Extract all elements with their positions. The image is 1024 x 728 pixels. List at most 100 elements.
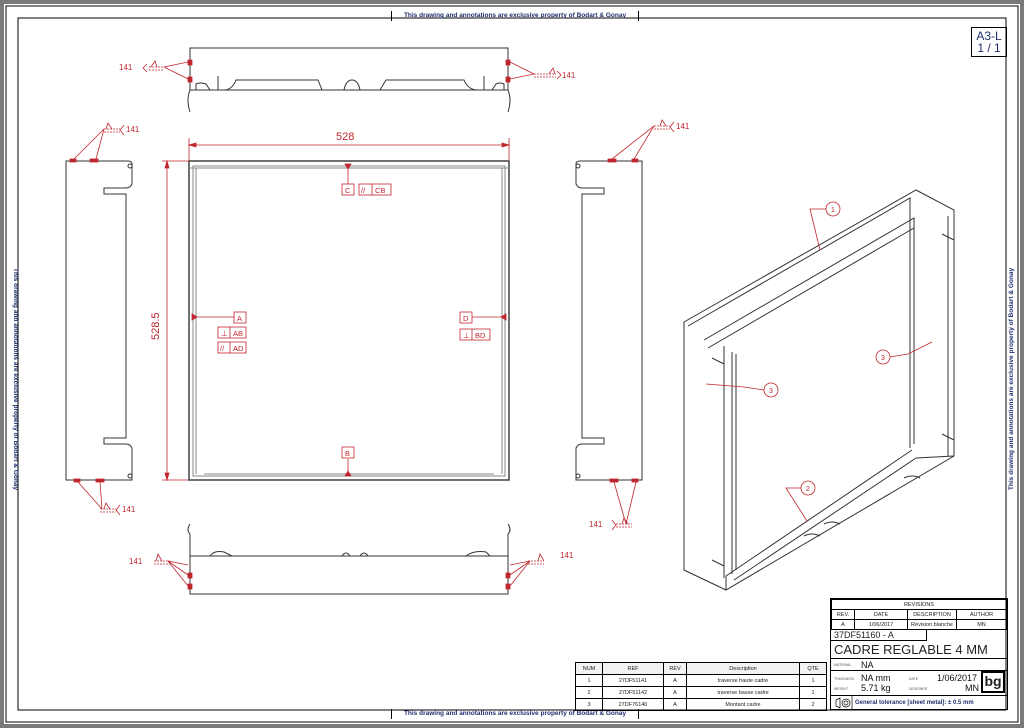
rev-cell: A	[831, 619, 855, 630]
balloon-3: 3	[769, 388, 773, 395]
datum-leaders	[191, 163, 507, 477]
sheet-format: A3-L	[976, 29, 1002, 43]
inner-border	[17, 17, 1007, 711]
sheet-page: 1 / 1	[977, 41, 1001, 55]
weight-label: WEIGHT	[834, 687, 848, 691]
tolerance-symbol: //	[220, 344, 225, 353]
datum-b: B	[345, 449, 350, 458]
bom-cell: 27DF76140	[602, 698, 664, 711]
date-value: 1/06/2017	[937, 673, 978, 683]
bom-cell: A	[663, 686, 687, 699]
bom-cell: 1	[799, 686, 827, 699]
material-value: NA	[861, 660, 874, 670]
right-side-view	[575, 160, 643, 481]
bom-cell: 2	[799, 698, 827, 711]
property-notice-top: This drawing and annotations are exclusi…	[391, 11, 639, 21]
bom-header: REF	[602, 662, 664, 675]
dimensions	[162, 138, 511, 482]
bom-row: 1 27DF51141 A traverse haute cadre 1	[575, 674, 827, 687]
weld-label: 141	[562, 71, 576, 80]
datum-labels: C // CB A ⊥ AB // AD D ⊥ BD B	[220, 186, 486, 458]
sheet-number-box: A3-L 1 / 1	[971, 27, 1007, 57]
isometric-balloons	[705, 201, 933, 522]
left-side-welds	[69, 122, 125, 516]
property-notice-bottom: This drawing and annotations are exclusi…	[391, 709, 639, 719]
top-view	[187, 47, 511, 113]
bom-header: Description	[686, 662, 800, 675]
balloon-2: 2	[806, 486, 810, 493]
bottom-view-welds	[154, 552, 545, 590]
datum-c: C	[345, 186, 351, 195]
projection-symbol-icon	[835, 696, 853, 710]
weld-label: 141	[126, 125, 140, 134]
weld-label: 141	[589, 520, 603, 529]
tolerance-symbol: ⊥	[463, 331, 470, 340]
designer-label: DESIGNER	[909, 687, 928, 691]
tolerance-ref: AD	[233, 344, 244, 353]
bom-cell: 1	[799, 674, 827, 687]
bom-header: NUM	[575, 662, 603, 675]
datum-d: D	[463, 314, 469, 323]
datum-boxes	[217, 183, 491, 459]
bom-cell: A	[663, 698, 687, 711]
bom-header-row: NUM REF REV Description QTE	[575, 662, 827, 675]
bom-row: 3 27DF76140 A Montant cadre 2	[575, 698, 827, 711]
weight-value: 5.71 kg	[861, 683, 891, 693]
outer-border	[5, 5, 1019, 723]
thickness-label: THICKNESS	[834, 677, 855, 681]
bom-header: REV	[663, 662, 687, 675]
bom-cell: A	[663, 674, 687, 687]
rev-cell: MN	[956, 619, 1007, 630]
rev-cell: Révision blanche	[907, 619, 957, 630]
top-view-welds	[142, 59, 562, 83]
weld-label: 141	[676, 122, 690, 131]
tolerance-ref: CB	[375, 186, 385, 195]
property-notice-right: This drawing and annotations are exclusi…	[1007, 254, 1017, 504]
rev-header: DESCRIPTION	[907, 609, 957, 620]
rev-header: REV.	[831, 609, 855, 620]
weld-label: 141	[560, 551, 574, 560]
revisions-table: REVISIONS REV. DATE DESCRIPTION AUTHOR A…	[831, 599, 1007, 630]
rev-header: AUTHOR	[956, 609, 1007, 620]
tolerance-row: General tolerance [sheet metal]: ± 0.5 m…	[831, 695, 1007, 710]
bom-cell: 1	[575, 674, 603, 687]
bom-cell: 3	[575, 698, 603, 711]
rev-header: DATE	[854, 609, 908, 620]
general-tolerance-note: General tolerance [sheet metal]: ± 0.5 m…	[855, 700, 974, 706]
bottom-view	[187, 523, 511, 595]
weld-label: 141	[122, 505, 136, 514]
part-title: CADRE REGLABLE 4 MM	[831, 641, 1007, 659]
drawing-canvas: 141 141 528 528.5	[5, 5, 1019, 723]
material-row: MATERIAL NA	[831, 659, 1007, 671]
thickness-value: NA mm	[861, 673, 891, 683]
bom-cell: 27DF51141	[602, 674, 664, 687]
balloon-1: 1	[831, 207, 835, 214]
property-notice-left: This drawing and annotations are exclusi…	[10, 254, 20, 504]
part-number: 37DF51160 - A	[831, 629, 927, 641]
tolerance-symbol: ⊥	[221, 329, 228, 338]
balloon-3: 3	[881, 355, 885, 362]
bom-cell: traverse basse cadre	[686, 686, 800, 699]
bom-row: 2 27DF51142 A traverse basse cadre 1	[575, 686, 827, 699]
property-notice-text: This drawing and annotations are exclusi…	[12, 267, 19, 491]
title-block: REVISIONS REV. DATE DESCRIPTION AUTHOR A…	[830, 598, 1008, 710]
date-label: DATE	[909, 677, 919, 681]
isometric-view	[683, 189, 955, 591]
balloon-labels: 1 2 3 3	[769, 207, 885, 493]
bom-cell: Montant cadre	[686, 698, 800, 711]
left-side-view	[65, 160, 133, 481]
rev-cell: 1/06/2017	[854, 619, 908, 630]
bom-cell: traverse haute cadre	[686, 674, 800, 687]
property-notice-text: This drawing and annotations are exclusi…	[1008, 267, 1015, 491]
datum-a: A	[237, 314, 242, 323]
height-dimension: 528.5	[150, 312, 162, 340]
bill-of-materials: NUM REF REV Description QTE 1 27DF51141 …	[575, 662, 827, 711]
designer-value: MN	[965, 683, 979, 693]
weld-label: 141	[119, 63, 133, 72]
company-logo: bg	[981, 671, 1005, 693]
weld-label: 141	[129, 557, 143, 566]
tolerance-ref: BD	[475, 331, 486, 340]
bom-header: QTE	[799, 662, 827, 675]
right-side-welds	[607, 119, 675, 531]
revisions-title: REVISIONS	[831, 599, 1007, 610]
